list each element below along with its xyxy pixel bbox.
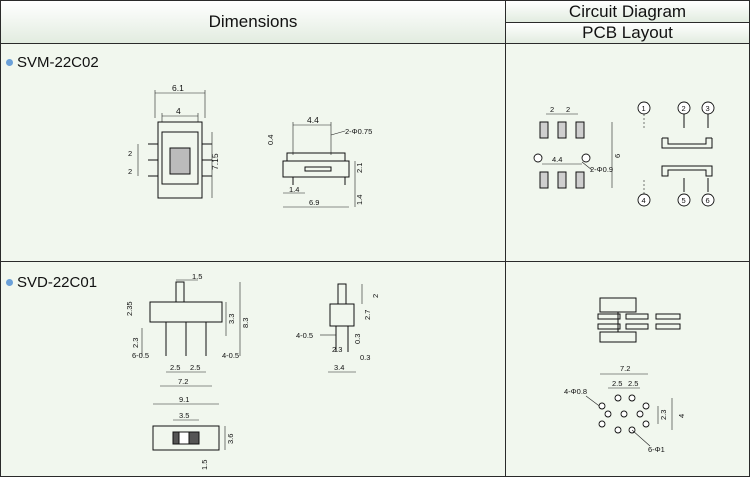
dim-side-h2: 1.4	[355, 195, 364, 205]
svd-front-view-drawing: 1.5 2.35 3.3 8.3 2.3 6-0.5 4-0.5 2.5 2.5…	[125, 272, 250, 387]
dim-side-holes: 2-Φ0.75	[345, 127, 372, 136]
dim-svd-pitch-a: 2.5	[170, 363, 180, 372]
dim-svd-pitch-b: 2.5	[190, 363, 200, 372]
dim-svd-pcb-h2: 4	[677, 414, 686, 418]
svm-circuit-diagram: 1 2 3 4 5 6	[637, 101, 715, 207]
svd-circuit-diagram	[597, 297, 681, 343]
dim-svd-top-width: 9.1	[179, 395, 189, 404]
model-label-2: SVD-22C01	[6, 274, 97, 291]
dim-front-width-outer: 6.1	[172, 83, 184, 93]
pcb-layout-header: PCB Layout	[505, 22, 750, 44]
dim-front-pitch-b: 2	[128, 167, 132, 176]
model-name: SVM-22C02	[17, 54, 99, 71]
dimensions-header: Dimensions	[0, 0, 506, 44]
dim-front-height: 7.15	[210, 153, 220, 170]
dim-svd-pcb-pitch-a: 2.5	[612, 379, 622, 388]
dim-pcb-pitch-a: 2	[550, 105, 554, 114]
dim-svd-pcb-span: 7.2	[620, 364, 630, 373]
dim-svd-top-depth: 1.5	[200, 460, 209, 470]
dimensions-cell-1	[0, 43, 506, 262]
dim-svd-pcb-pitch-b: 2.5	[628, 379, 638, 388]
dim-pcb-pitch-b: 2	[566, 105, 570, 114]
dim-side-length: 6.9	[309, 198, 319, 207]
dim-svd-top-window: 3.5	[179, 411, 189, 420]
pin-label-1: 1	[642, 104, 646, 113]
model-label-1: SVM-22C02	[6, 54, 99, 71]
svm-side-view-drawing: 4.4 2-Φ0.75 0.4 2.1 1.4 6.9 1.4	[266, 115, 372, 208]
pin-label-4: 4	[642, 196, 646, 205]
svm-front-view-drawing: 6.1 4 2 2 7.15	[128, 83, 220, 199]
dim-svd-side-legs: 4-0.5	[296, 331, 313, 340]
dim-side-thickness: 0.4	[266, 135, 275, 145]
svd-pcb-layout-drawing: 7.2 2.5 2.5 4-Φ0.8 2.3 4 6-Φ1	[564, 364, 686, 454]
pin-label-3: 3	[706, 104, 710, 113]
dim-svd-span: 7.2	[178, 377, 188, 386]
dim-side-h1: 2.1	[355, 163, 364, 173]
dim-front-width-inner: 4	[176, 106, 181, 116]
dim-svd-side-top: 2	[371, 294, 380, 298]
dim-svd-left-pins: 6-0.5	[132, 351, 149, 360]
svm-pcb-layout-drawing: 2 2 4.4 2-Φ0.9 6	[533, 105, 622, 189]
dim-svd-knob: 1.5	[192, 272, 202, 281]
model-name: SVD-22C01	[17, 274, 98, 291]
dim-svd-pcb-h1: 2.3	[659, 410, 668, 420]
dim-svd-total-height: 8.3	[241, 318, 250, 328]
dim-svd-mid-height: 3.3	[227, 314, 236, 324]
pcb-layout-header-label: PCB Layout	[582, 23, 673, 42]
dim-pcb-span: 4.4	[552, 155, 562, 164]
svd-top-view-drawing: 9.1 3.5 3.6 1.5	[152, 395, 235, 470]
pin-label-5: 5	[682, 196, 686, 205]
dim-svd-top-height: 2.35	[125, 301, 134, 316]
pin-label-2: 2	[682, 104, 686, 113]
dim-svd-side-h3: 0.3	[360, 353, 370, 362]
dim-svd-right-pins: 4-0.5	[222, 351, 239, 360]
dim-side-top: 4.4	[307, 115, 319, 125]
bullet-icon	[6, 59, 13, 66]
dim-svd-side-depth: 3.4	[334, 363, 344, 372]
circuit-diagram-header-label: Circuit Diagram	[568, 1, 687, 21]
dimensions-header-label: Dimensions	[208, 12, 298, 31]
dim-pcb-holes: 2-Φ0.9	[590, 165, 613, 174]
dim-svd-side-height: 2.7	[363, 310, 372, 320]
bullet-icon	[6, 279, 13, 286]
dim-side-base: 1.4	[289, 185, 299, 194]
dim-svd-pcb-holes-a: 4-Φ0.8	[564, 387, 587, 396]
dim-pcb-row: 6	[613, 154, 622, 158]
circuit-diagram-header: Circuit Diagram	[505, 0, 750, 23]
dim-front-pitch-a: 2	[128, 149, 132, 158]
dim-svd-side-width: 2.3	[332, 345, 342, 354]
dim-svd-top-height: 3.6	[226, 434, 235, 444]
dim-svd-leg-height: 2.3	[131, 338, 140, 348]
dim-svd-pcb-holes-b: 6-Φ1	[648, 445, 665, 454]
pin-label-6: 6	[706, 196, 710, 205]
svd-side-view-drawing: 2 2.7 4-0.5 0.3 2.3 0.3 3.4	[296, 283, 380, 373]
dim-svd-side-h2: 0.3	[353, 334, 362, 344]
